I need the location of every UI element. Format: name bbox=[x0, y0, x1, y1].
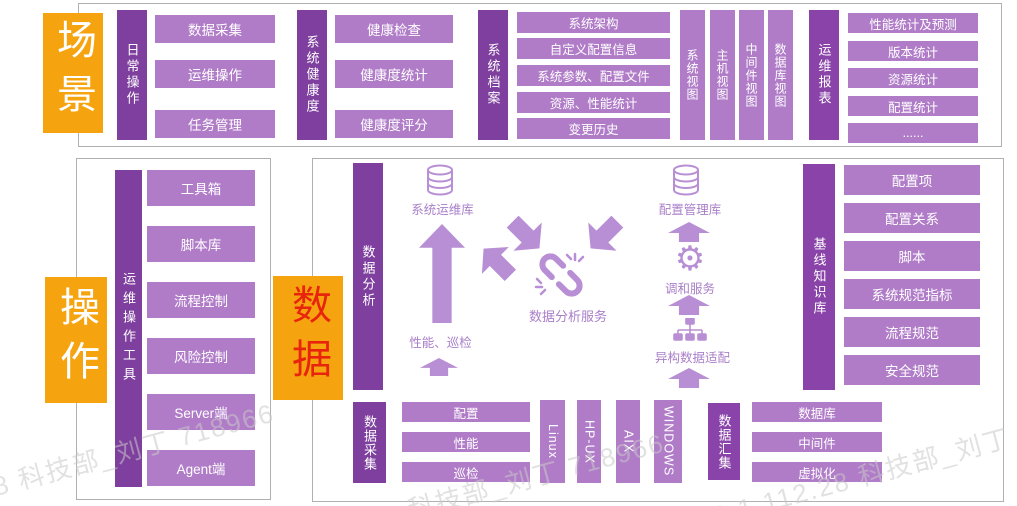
scene-item: 系统参数、配置文件 bbox=[517, 65, 670, 86]
baseline-item: 流程规范 bbox=[844, 317, 980, 347]
collect-item: 性能 bbox=[402, 432, 530, 452]
aggregate-item: 数据库 bbox=[752, 402, 882, 422]
data-label: 数据 bbox=[273, 276, 343, 400]
broken-chain-icon bbox=[530, 248, 592, 302]
os-bar-linux: Linux bbox=[540, 400, 565, 483]
scene-item: 数据采集 bbox=[155, 15, 275, 43]
analysis-service-label: 数据分析服务 bbox=[528, 309, 607, 324]
scene-item: 任务管理 bbox=[155, 110, 275, 138]
ops-tool-item: 脚本库 bbox=[147, 226, 255, 262]
ops-repo-label: 系统运维库 bbox=[411, 203, 474, 217]
data-collect-bar: 数据采集 bbox=[353, 402, 386, 483]
scene-item: 健康度评分 bbox=[335, 110, 453, 138]
database-icon bbox=[424, 164, 456, 196]
operation-label: 操作 bbox=[45, 277, 107, 403]
report-item: 性能统计及预测 bbox=[848, 13, 978, 33]
hetero-adapter-label: 异构数据适配 bbox=[654, 351, 730, 365]
ops-tools-bar: 运维操作工具 bbox=[115, 170, 142, 487]
data-aggregate-bar: 数据汇集 bbox=[708, 403, 740, 480]
harmonize-label: 调和服务 bbox=[664, 282, 715, 296]
ops-tool-item: 工具箱 bbox=[147, 170, 255, 206]
host-view-bar: 主机视图 bbox=[710, 10, 735, 140]
baseline-item: 脚本 bbox=[844, 241, 980, 271]
ops-tool-item: 流程控制 bbox=[147, 282, 255, 318]
perf-patrol-label: 性能、巡检 bbox=[409, 336, 472, 350]
report-item: 配置统计 bbox=[848, 96, 978, 116]
baseline-item: 配置关系 bbox=[844, 203, 980, 233]
data-analysis-bar: 数据分析 bbox=[353, 163, 383, 390]
os-bar-aix: AIX bbox=[616, 400, 640, 483]
os-bar-windows: WINDOWS bbox=[654, 400, 682, 483]
baseline-item: 配置项 bbox=[844, 165, 980, 195]
middleware-view-bar: 中间件视图 bbox=[739, 10, 764, 140]
aggregate-item: 中间件 bbox=[752, 432, 882, 452]
report-item: 版本统计 bbox=[848, 41, 978, 61]
system-health-bar: 系统健康度 bbox=[297, 10, 327, 140]
collect-item: 配置 bbox=[402, 402, 530, 422]
baseline-item: 安全规范 bbox=[844, 355, 980, 385]
daily-ops-bar: 日常操作 bbox=[117, 10, 147, 140]
database-icon bbox=[670, 164, 702, 196]
aggregate-item: 虚拟化 bbox=[752, 462, 882, 482]
report-item: 资源统计 bbox=[848, 68, 978, 88]
ops-tool-item: Agent端 bbox=[147, 450, 255, 486]
os-bar-hpux: HP-UX bbox=[577, 400, 601, 483]
ops-report-bar: 运维报表 bbox=[809, 10, 839, 140]
collect-item: 巡检 bbox=[402, 462, 530, 482]
config-repo-label: 配置管理库 bbox=[658, 203, 722, 217]
scene-item: 运维操作 bbox=[155, 60, 275, 88]
baseline-kb-bar: 基线知识库 bbox=[803, 164, 835, 390]
database-view-bar: 数据库视图 bbox=[768, 10, 793, 140]
ops-tool-item: Server端 bbox=[147, 394, 255, 430]
baseline-item: 系统规范指标 bbox=[844, 279, 980, 309]
scene-item: 自定义配置信息 bbox=[517, 38, 670, 59]
scene-label: 场景 bbox=[43, 13, 103, 133]
hierarchy-icon bbox=[673, 318, 707, 344]
system-archive-bar: 系统档案 bbox=[478, 10, 508, 140]
ops-tool-item: 风险控制 bbox=[147, 338, 255, 374]
scene-item: 健康度统计 bbox=[335, 60, 453, 88]
scene-item: 健康检查 bbox=[335, 15, 453, 43]
operation-panel bbox=[76, 158, 271, 500]
scene-item: 系统架构 bbox=[517, 12, 670, 33]
system-view-bar: 系统视图 bbox=[680, 10, 705, 140]
gear-icon: ⚙ bbox=[674, 239, 706, 279]
report-item: ...... bbox=[848, 123, 978, 143]
scene-item: 变更历史 bbox=[517, 118, 670, 139]
scene-item: 资源、性能统计 bbox=[517, 92, 670, 113]
